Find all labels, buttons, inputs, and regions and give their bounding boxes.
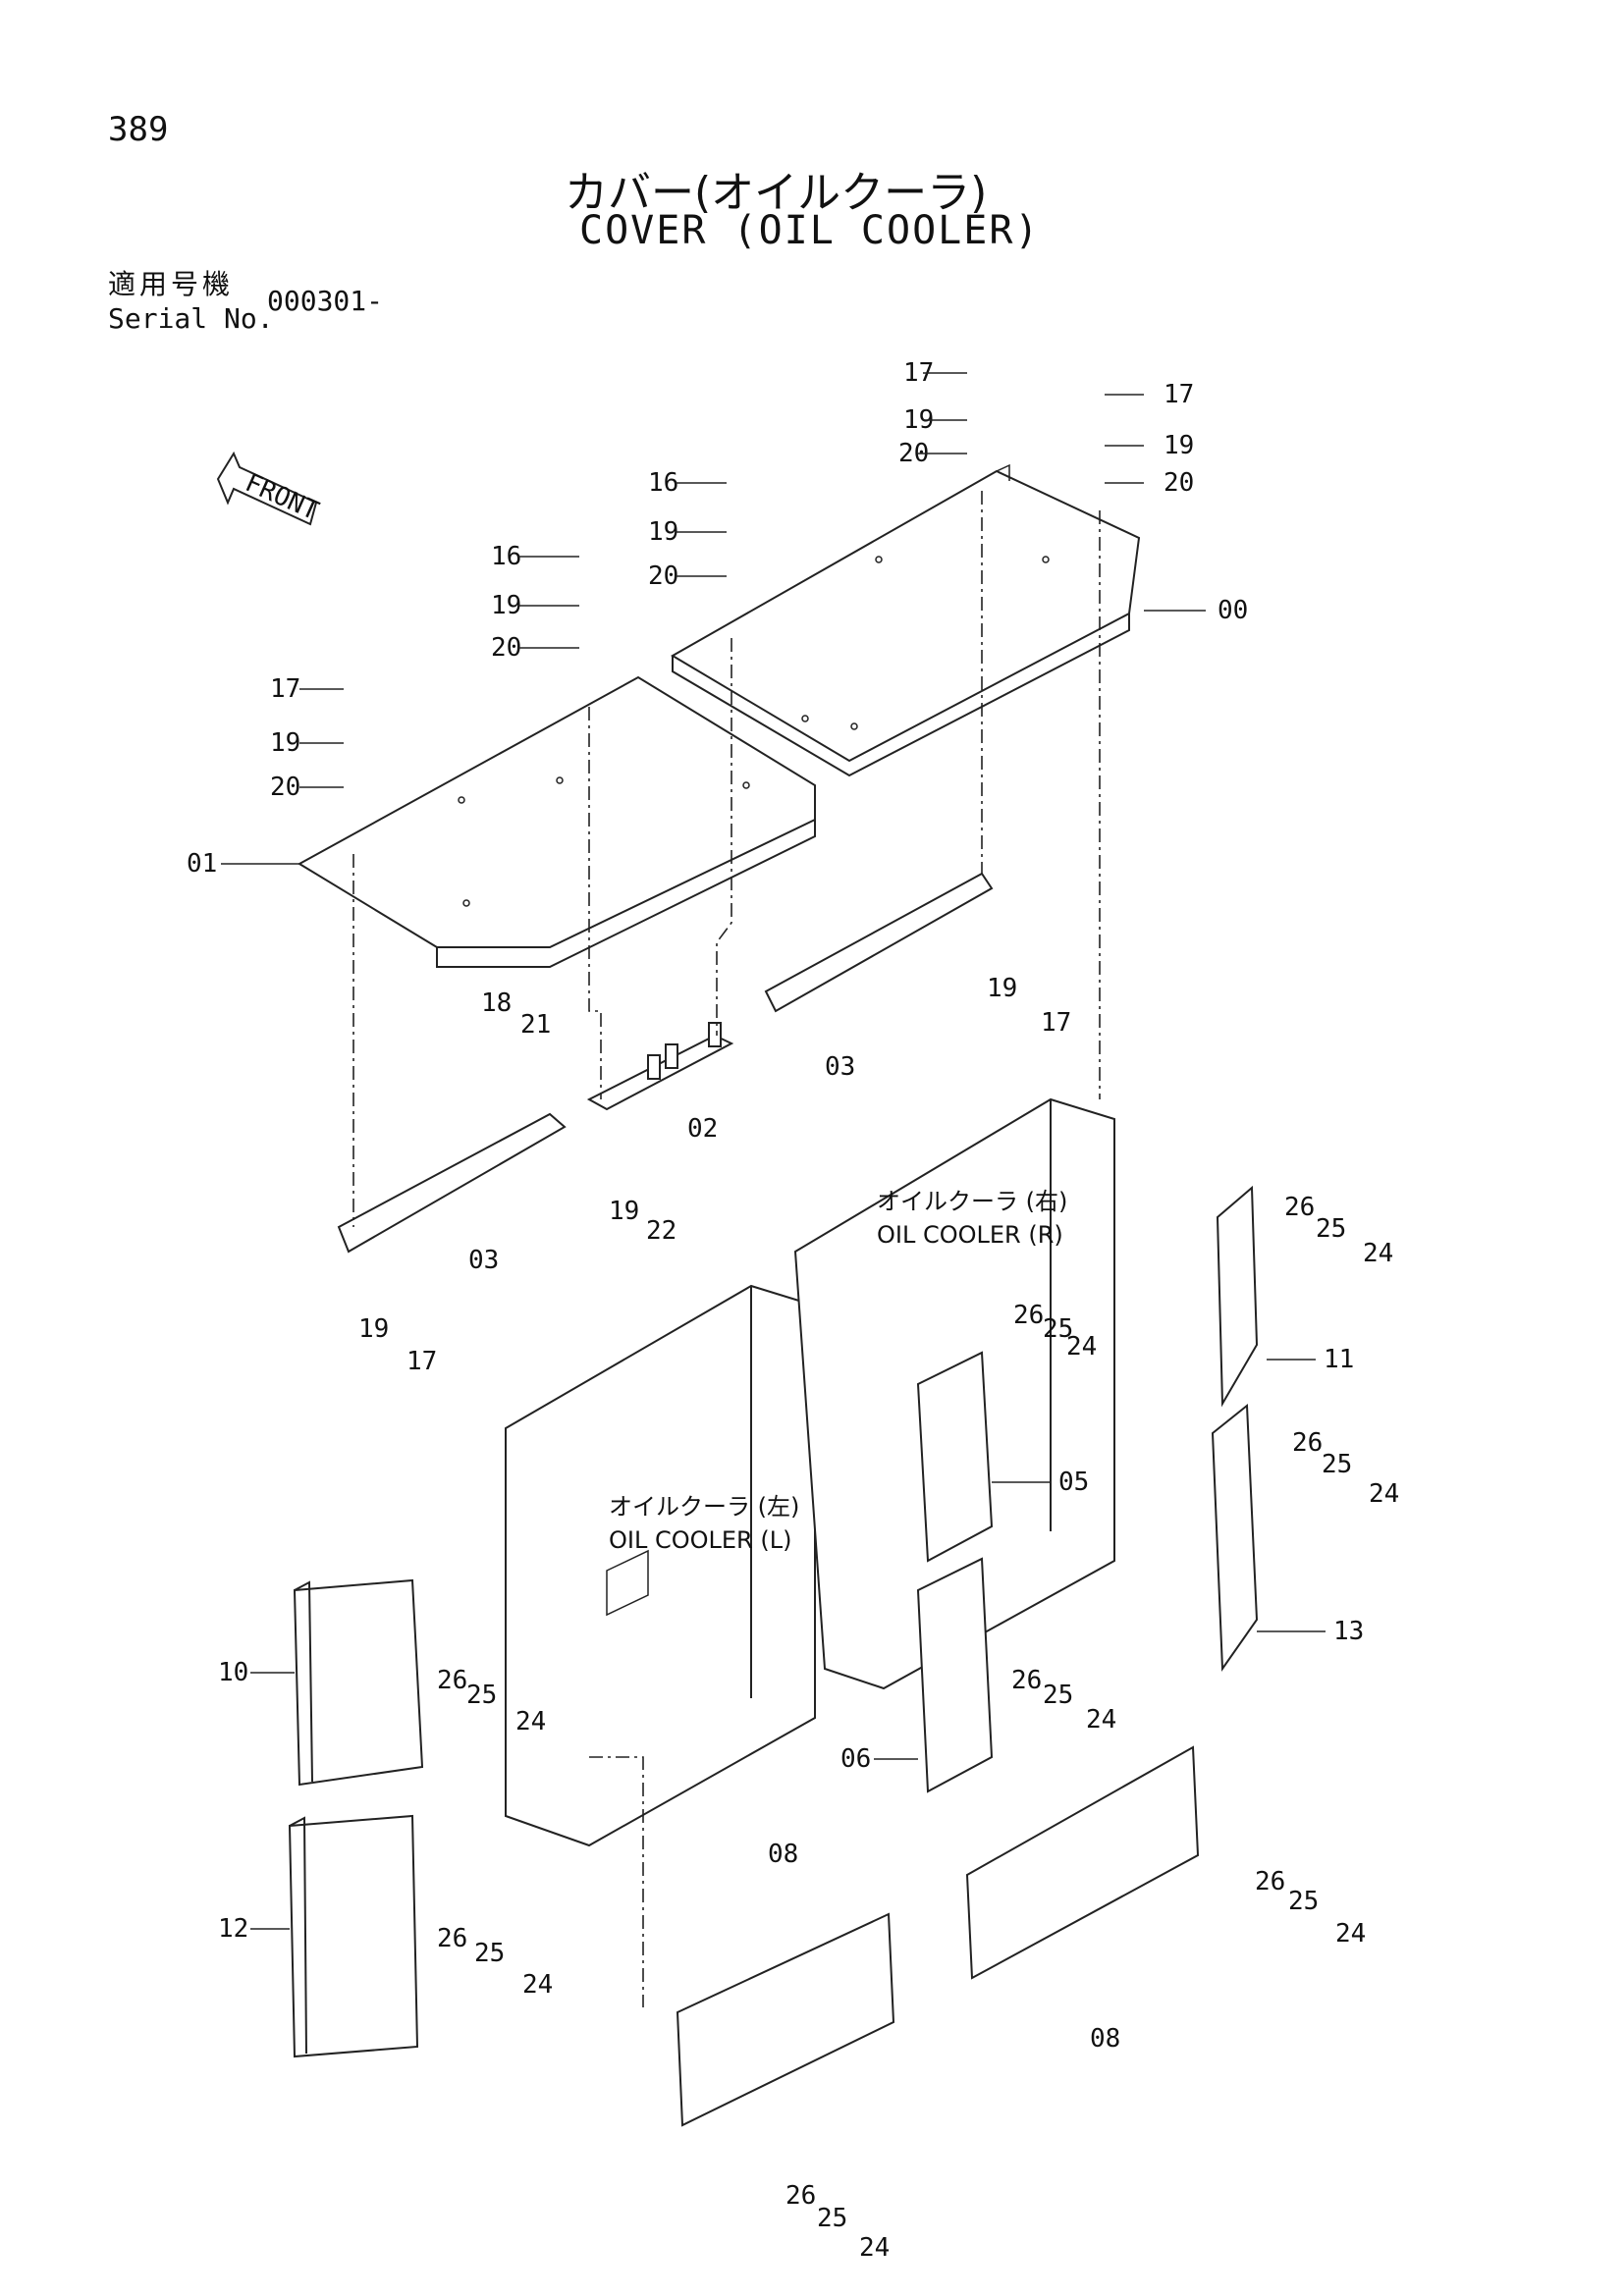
callout-label: 20 bbox=[270, 773, 300, 802]
callout-label: 16 bbox=[648, 468, 678, 498]
serial-value: 000301- bbox=[267, 285, 384, 317]
note-oil-cooler-right-en: OIL COOLER (R) bbox=[877, 1221, 1063, 1249]
callout-label: 18 bbox=[481, 988, 512, 1018]
cover-part-08-right bbox=[965, 1745, 1200, 1980]
oil-cooler-left bbox=[505, 1284, 816, 1847]
callout-label: 26 bbox=[1255, 1867, 1285, 1896]
seal-part-10 bbox=[293, 1578, 424, 1787]
callout-label: 13 bbox=[1333, 1617, 1364, 1646]
rail-part-03-lower bbox=[337, 1112, 567, 1254]
cover-part-06 bbox=[916, 1557, 994, 1793]
callout-label: 03 bbox=[825, 1052, 855, 1082]
callout-label: 24 bbox=[1335, 1919, 1366, 1949]
callout-label: 08 bbox=[1090, 2024, 1120, 2054]
callout-label: 26 bbox=[437, 1666, 467, 1695]
callout-label: 05 bbox=[1058, 1468, 1089, 1497]
callout-label: 17 bbox=[1041, 1008, 1071, 1038]
callout-label: 20 bbox=[491, 633, 521, 663]
cover-part-08-left bbox=[676, 1912, 895, 2127]
callout-label: 11 bbox=[1324, 1345, 1354, 1374]
cover-part-05 bbox=[916, 1351, 994, 1563]
callout-label: 17 bbox=[1164, 380, 1194, 409]
callout-label: 24 bbox=[1066, 1332, 1097, 1362]
rail-part-03-upper bbox=[764, 872, 994, 1013]
bracket-part-02 bbox=[586, 1022, 734, 1111]
callout-label: 25 bbox=[466, 1681, 497, 1710]
callout-label: 22 bbox=[646, 1216, 677, 1246]
callout-label: 25 bbox=[1322, 1450, 1352, 1479]
page-title-japanese: カバー(オイルクーラ) bbox=[565, 168, 988, 218]
callout-label: 06 bbox=[840, 1744, 871, 1774]
serial-label-japanese: 適用号機 bbox=[108, 268, 235, 300]
callout-label: 02 bbox=[687, 1114, 718, 1144]
callout-label: 20 bbox=[1164, 468, 1194, 498]
callout-label: 26 bbox=[1013, 1301, 1044, 1330]
callout-label: 19 bbox=[491, 591, 521, 620]
callout-label: 24 bbox=[522, 1970, 553, 2000]
note-oil-cooler-right-jp: オイルクーラ (右) bbox=[877, 1188, 1067, 1215]
assembly-lines bbox=[352, 491, 1101, 2007]
callout-label: 12 bbox=[218, 1914, 248, 1944]
callout-label: 26 bbox=[437, 1924, 467, 1953]
serial-label-english: Serial No. bbox=[108, 302, 274, 335]
callout-label: 25 bbox=[1043, 1681, 1073, 1710]
page-number: 389 bbox=[108, 110, 169, 149]
page-title-english: COVER (OIL COOLER) bbox=[579, 208, 1041, 253]
callout-label: 25 bbox=[1316, 1214, 1346, 1244]
callout-label: 08 bbox=[768, 1840, 798, 1869]
callout-label: 17 bbox=[270, 674, 300, 704]
callout-label: 19 bbox=[609, 1197, 639, 1226]
callouts: 1719201719201619200016192017192001182102… bbox=[187, 358, 1399, 2263]
callout-label: 25 bbox=[474, 1939, 505, 1968]
callout-label: 26 bbox=[1284, 1193, 1315, 1222]
front-direction-arrow: FRONT bbox=[216, 451, 323, 526]
callout-label: 24 bbox=[1369, 1479, 1399, 1509]
callout-label: 25 bbox=[1288, 1887, 1319, 1916]
callout-label: 17 bbox=[406, 1347, 437, 1376]
callout-label: 24 bbox=[1086, 1705, 1116, 1735]
callout-label: 24 bbox=[1363, 1239, 1393, 1268]
callout-label: 19 bbox=[987, 974, 1017, 1003]
callout-label: 26 bbox=[785, 2181, 816, 2211]
front-label: FRONT bbox=[241, 468, 323, 526]
callout-label: 25 bbox=[817, 2204, 847, 2233]
callout-label: 19 bbox=[270, 728, 300, 758]
callout-label: 24 bbox=[859, 2233, 890, 2263]
callout-label: 10 bbox=[218, 1658, 248, 1687]
callout-label: 26 bbox=[1011, 1666, 1042, 1695]
seal-part-13 bbox=[1211, 1403, 1259, 1672]
callout-label: 19 bbox=[1164, 431, 1194, 460]
callout-label: 00 bbox=[1218, 596, 1248, 625]
callout-label: 19 bbox=[648, 517, 678, 547]
callout-label: 19 bbox=[358, 1314, 389, 1344]
callout-label: 26 bbox=[1292, 1428, 1323, 1458]
seal-part-11 bbox=[1216, 1185, 1259, 1408]
note-oil-cooler-left-en: OIL COOLER (L) bbox=[609, 1526, 791, 1554]
cover-part-01 bbox=[298, 675, 816, 968]
callout-label: 16 bbox=[491, 542, 521, 571]
callout-label: 03 bbox=[468, 1246, 499, 1275]
callout-label: 21 bbox=[520, 1010, 551, 1040]
callout-label: 25 bbox=[1043, 1314, 1073, 1344]
callout-label: 01 bbox=[187, 849, 217, 879]
note-oil-cooler-left-jp: オイルクーラ (左) bbox=[609, 1493, 799, 1521]
callout-label: 24 bbox=[515, 1707, 546, 1736]
callout-label: 20 bbox=[648, 561, 678, 591]
seal-part-12 bbox=[288, 1814, 419, 2058]
cover-part-00 bbox=[671, 463, 1141, 777]
